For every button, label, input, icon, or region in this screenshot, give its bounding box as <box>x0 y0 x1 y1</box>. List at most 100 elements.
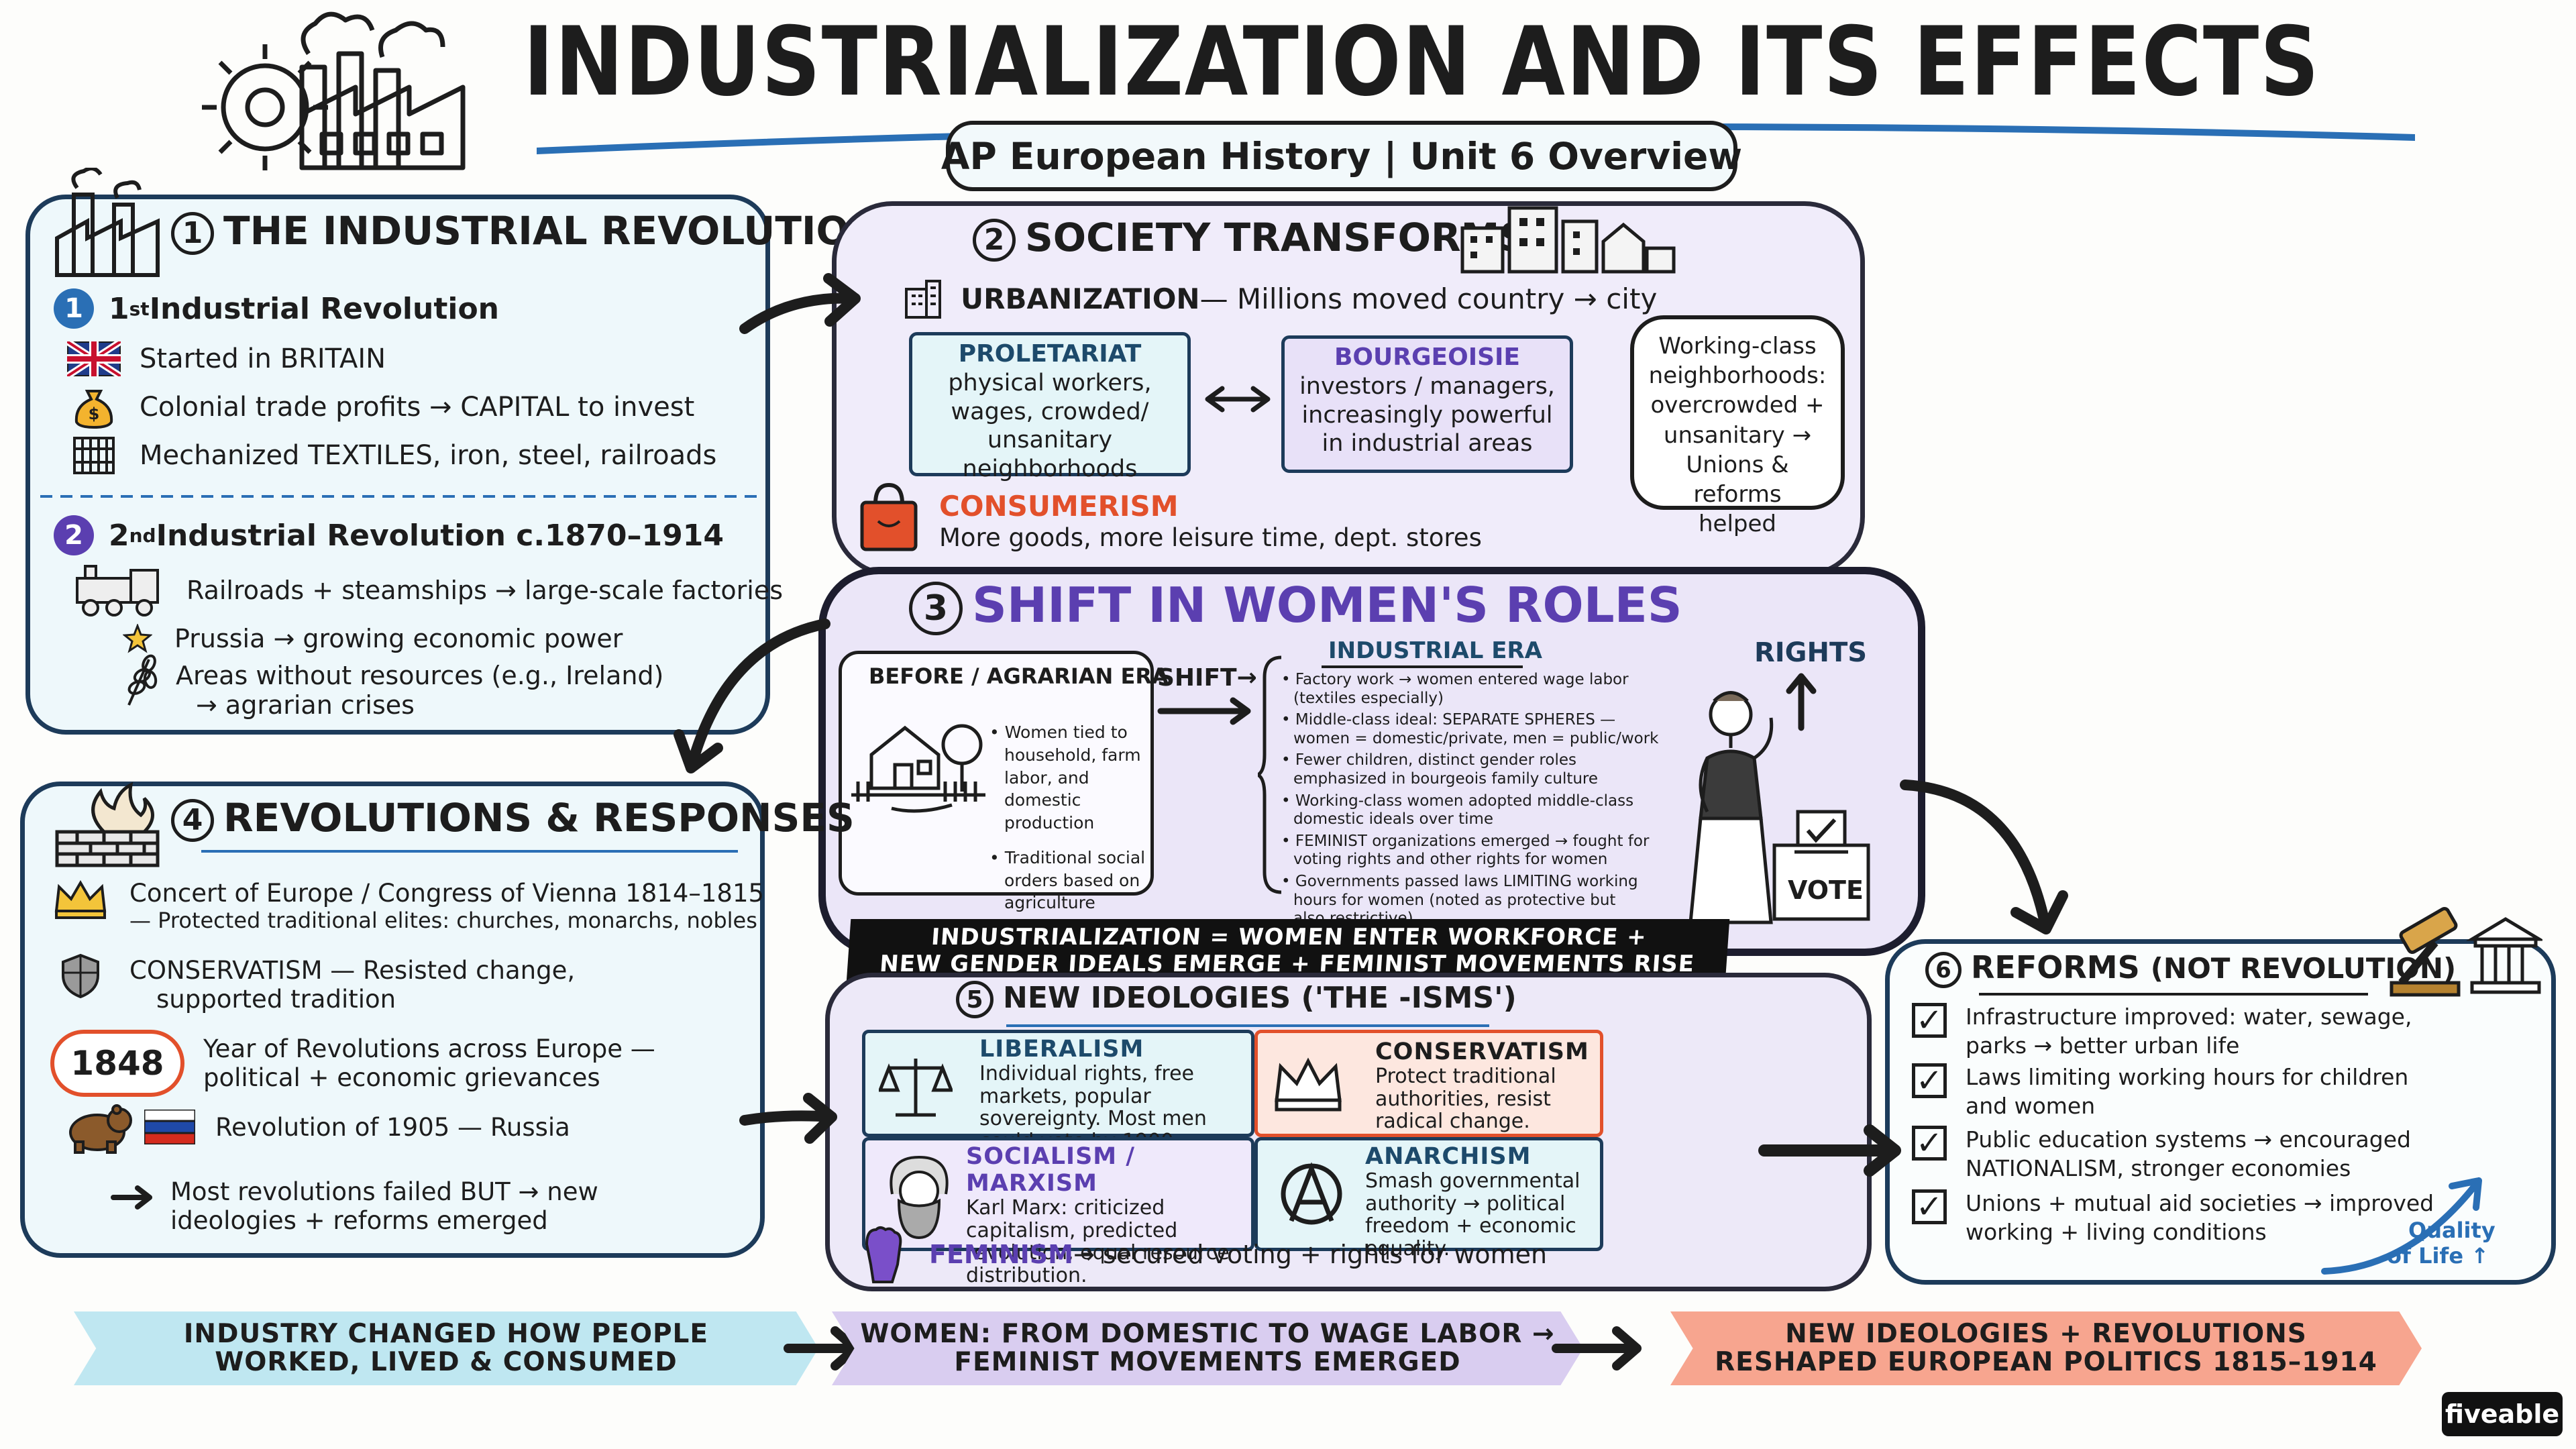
fiveable-logo[interactable]: fiveable <box>2442 1392 2563 1436</box>
industrial-era-title: INDUSTRIAL ERA <box>1328 637 1542 664</box>
smokestack-icon <box>47 166 168 282</box>
industrial-bullets: • Factory work → women entered wage labo… <box>1281 671 1659 927</box>
farmhouse-icon <box>851 724 985 813</box>
section6-underline <box>1979 993 2368 996</box>
up-arrow-icon <box>1786 673 1817 731</box>
money-bag-icon: $ <box>67 387 121 429</box>
page-title: INDUSTRIALIZATION AND ITS EFFECTS <box>523 7 2320 117</box>
reform-item: ✓ Unions + mutual aid societies → improv… <box>1912 1188 2434 1247</box>
section4-underline <box>201 850 738 853</box>
flow-arrow-to-4 <box>674 619 830 773</box>
banner-arrow-1 <box>784 1326 860 1371</box>
factory-gear-icon <box>202 11 466 170</box>
urbanization-row: URBANIZATION — Millions moved country → … <box>899 278 1657 319</box>
anarchy-icon <box>1281 1162 1342 1225</box>
quality-of-life-label: Quality of Life ↑ <box>2387 1218 2496 1269</box>
consumerism-label: CONSUMERISM <box>939 490 1179 523</box>
city-skyline-icon <box>1456 201 1677 275</box>
ballot-box-icon <box>1771 805 1872 922</box>
liberalism-card: LIBERALISM Individual rights, free marke… <box>862 1030 1254 1152</box>
consumerism-text: More goods, more leisure time, dept. sto… <box>939 523 1482 552</box>
bourgeoisie-box: BOURGEOISIE investors / managers, increa… <box>1281 335 1573 473</box>
list-item: $ Colonial trade profits → CAPITAL to in… <box>67 387 694 429</box>
flow-arrow-4-to-5 <box>739 1093 837 1144</box>
flow-arrow-1-to-2 <box>739 273 861 334</box>
anarchism-card: ANARCHISM Smash governmental authority →… <box>1254 1137 1603 1260</box>
year-1848-badge: 1848 <box>50 1030 184 1097</box>
vote-label: VOTE <box>1788 875 1864 905</box>
rights-label: RIGHTS <box>1754 637 1868 668</box>
wheat-icon <box>121 654 161 706</box>
gavel-courthouse-icon <box>2388 899 2546 1000</box>
russia-flag-icon <box>143 1107 197 1147</box>
list-item: Started in BRITAIN <box>67 339 386 379</box>
section5-underline <box>1006 1024 1489 1027</box>
star-icon <box>121 619 154 659</box>
quality-arrow-icon <box>2321 1177 2482 1275</box>
scales-icon <box>879 1059 953 1117</box>
before-agrarian-box: BEFORE / AGRARIAN ERA • Women tied to ho… <box>839 651 1169 912</box>
conservatism-card: CONSERVATISM Protect traditional authori… <box>1254 1030 1603 1137</box>
working-class-bubble: Working-class neighborhoods: overcrowded… <box>1630 315 1845 537</box>
flow-arrow-5-to-6 <box>1758 1124 1901 1177</box>
section3-number: 3 <box>909 582 963 636</box>
reform-item: ✓ Laws limiting working hours for childr… <box>1912 1062 2408 1121</box>
list-item: Revolution of 1905 — Russia <box>57 1104 570 1154</box>
uk-flag-icon <box>67 339 121 379</box>
banner-arrow-2 <box>1552 1326 1642 1371</box>
second-number-badge: 2 <box>54 515 94 555</box>
section1-divider <box>40 495 765 498</box>
woman-figure-icon <box>1684 684 1784 932</box>
list-item: Areas without resources (e.g., Ireland)→… <box>121 654 663 720</box>
socialism-card: SOCIALISM / MARXISM Karl Marx: criticize… <box>862 1137 1254 1287</box>
section2-number: 2 <box>973 218 1016 262</box>
checkbox-icon: ✓ <box>1912 1124 1947 1162</box>
list-item: 1848 Year of Revolutions across Europe —… <box>50 1030 655 1097</box>
bottom-banner-women: WOMEN: FROM DOMESTIC TO WAGE LABOR →FEMI… <box>832 1311 1583 1385</box>
crown-icon <box>50 879 111 919</box>
shift-label: SHIFT→ <box>1157 664 1257 692</box>
shopping-bag-icon <box>855 480 922 553</box>
train-icon <box>67 565 168 616</box>
checkbox-icon: ✓ <box>1912 1062 1947 1099</box>
raised-fist-icon <box>855 1226 909 1283</box>
list-item: Mechanized TEXTILES, iron, steel, railro… <box>67 435 716 476</box>
section1-number: 1 <box>171 211 214 255</box>
flow-arrow-3-to-6 <box>1900 780 2068 934</box>
list-item: Prussia → growing economic power <box>121 619 623 659</box>
reform-item: ✓ Infrastructure improved: water, sewage… <box>1912 1002 2412 1061</box>
section5-number: 5 <box>956 981 994 1018</box>
section4-number: 4 <box>171 798 214 842</box>
checkbox-icon: ✓ <box>1912 1002 1947 1039</box>
first-number-badge: 1 <box>54 288 94 329</box>
arrow-right-icon <box>107 1177 161 1218</box>
building-icon <box>899 278 946 319</box>
marx-portrait-icon <box>890 1155 949 1240</box>
double-arrow-icon <box>1205 386 1271 413</box>
barricade-fire-icon <box>50 782 164 869</box>
bear-icon <box>57 1104 138 1154</box>
list-item: CONSERVATISM — Resisted change,supported… <box>50 953 575 1014</box>
section-industrial-revolution <box>25 195 770 735</box>
shift-arrow-icon <box>1157 697 1251 725</box>
industrial-underline <box>1322 665 1523 668</box>
section6-number: 6 <box>1925 951 1962 988</box>
list-item: Concert of Europe / Congress of Vienna 1… <box>50 879 764 933</box>
before-bullets: • Women tied to household, farm labor, a… <box>989 722 1146 913</box>
list-item: Railroads + steamships → large-scale fac… <box>67 565 783 616</box>
svg-text:$: $ <box>89 405 100 423</box>
industrial-bracket <box>1258 655 1282 894</box>
feminism-row: FEMINISM → secured voting + rights for w… <box>855 1226 1547 1283</box>
checkbox-icon: ✓ <box>1912 1188 1947 1226</box>
